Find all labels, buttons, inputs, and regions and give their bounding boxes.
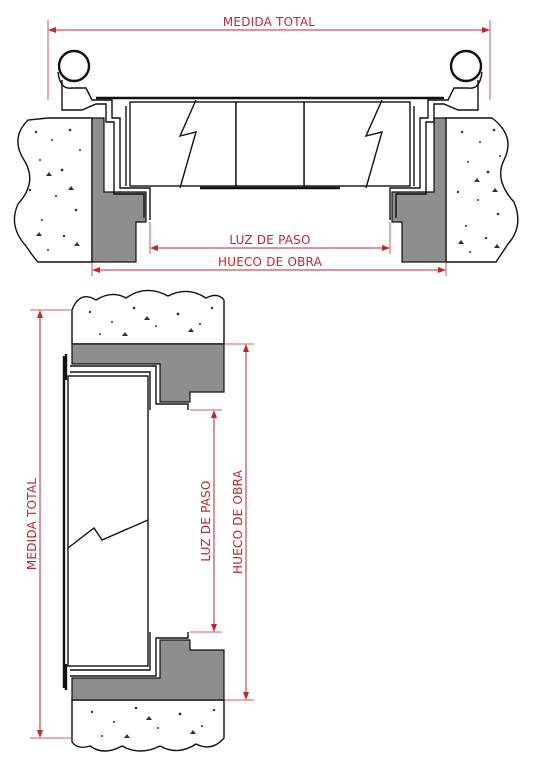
leaf-body	[67, 375, 149, 667]
label-luz-de-paso-top: LUZ DE PASO	[229, 233, 310, 247]
label-hueco-de-obra-vertical: HUECO DE OBRA	[231, 469, 245, 574]
label-medida-total-vertical: MEDIDA TOTAL	[25, 478, 39, 570]
concrete-texture-right	[456, 128, 501, 253]
break-line-left	[178, 99, 198, 189]
left-rolled-edge	[57, 49, 91, 83]
center-meeting-stile	[235, 101, 305, 187]
dimension-opening-vertical: HUECO DE OBRA	[224, 343, 254, 701]
dimension-passage-vertical: LUZ DE PASO	[190, 409, 222, 633]
upper-mortar-fill	[71, 343, 225, 403]
left-frame-profile	[57, 49, 151, 220]
left-concrete-wall	[13, 117, 93, 263]
right-rolled-edge	[449, 49, 483, 83]
upper-concrete-lintel	[71, 289, 225, 345]
label-luz-de-paso-vertical: LUZ DE PASO	[199, 480, 213, 561]
dimension-opening-top: HUECO DE OBRA	[91, 255, 447, 276]
dimension-total-vertical: MEDIDA TOTAL	[25, 309, 72, 739]
lower-mortar-fill	[71, 639, 225, 701]
right-mortar-fill	[391, 117, 447, 263]
right-leaf	[303, 101, 411, 187]
lower-concrete-floor	[71, 699, 225, 752]
break-line-vertical	[67, 519, 149, 549]
concrete-texture-lower	[90, 706, 216, 738]
concrete-texture-left	[28, 128, 81, 251]
upper-frame-profile	[64, 354, 189, 410]
left-mortar-fill	[91, 117, 147, 263]
dimension-passage-top: LUZ DE PASO	[149, 222, 391, 254]
right-frame-profile	[389, 49, 483, 220]
label-hueco-de-obra-top: HUECO DE OBRA	[218, 255, 323, 269]
vertical-section-view: MEDIDA TOTAL LUZ DE PASO HUECO DE OBRA	[25, 289, 254, 752]
label-medida-total-top: MEDIDA TOTAL	[223, 15, 315, 29]
concrete-texture-upper	[88, 306, 214, 336]
lower-frame-profile	[64, 632, 189, 690]
door-leaf-vertical	[62, 356, 149, 688]
dimension-total-top: MEDIDA TOTAL	[47, 15, 491, 100]
door-leaves-top	[96, 96, 444, 190]
horizontal-section-view: MEDIDA TOTAL LUZ DE PASO HUECO DE OBRA	[13, 15, 519, 276]
right-concrete-wall	[445, 117, 519, 263]
break-line-right	[364, 99, 384, 189]
